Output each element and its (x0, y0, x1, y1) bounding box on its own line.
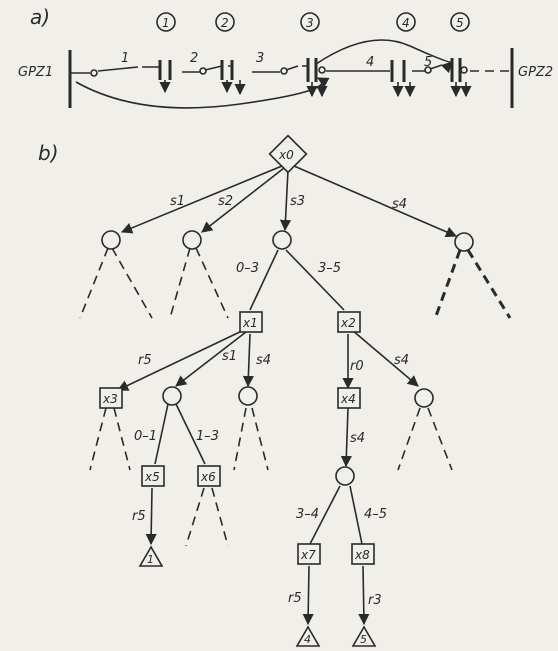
tap-point-2 (220, 60, 246, 96)
node-x2: x2 (337, 311, 361, 333)
edge-label-r5: r5 (138, 353, 152, 368)
point-4-marker: 4 (396, 12, 416, 32)
section-4: 4 (366, 55, 374, 70)
svg-text:4: 4 (304, 633, 311, 646)
edge-label-3-4: 3–4 (296, 507, 319, 522)
node-circle-s3 (272, 230, 292, 250)
point-1-marker: 1 (156, 12, 176, 32)
panel-b: b) (38, 134, 512, 647)
svg-text:x3: x3 (102, 392, 118, 406)
svg-text:x1: x1 (242, 316, 258, 330)
node-circle-s1 (101, 230, 121, 250)
edge-label-x4-s4: s4 (350, 431, 365, 446)
edge-label-x2-s4: s4 (394, 353, 409, 368)
node-circle-s4 (454, 232, 474, 252)
point-2-marker: 2 (215, 12, 235, 32)
edge-label-s4: s4 (392, 197, 407, 212)
edge-label-r5-x7: r5 (288, 591, 302, 606)
edge-label-x1-s4: s4 (256, 353, 271, 368)
left-bus-label: GPZ1 (18, 65, 53, 80)
tap-point-3 (306, 58, 328, 98)
svg-text:2: 2 (221, 16, 229, 30)
svg-text:x6: x6 (200, 470, 216, 484)
svg-text:1: 1 (147, 553, 154, 566)
section-1: 1 (121, 51, 129, 66)
feeder-line (70, 64, 452, 74)
svg-text:5: 5 (456, 16, 464, 30)
node-circle-x1-s4 (238, 386, 258, 406)
reserve-curve-lower (75, 77, 330, 109)
svg-text:x7: x7 (300, 548, 316, 562)
node-x7: x7 (297, 543, 321, 565)
svg-text:5: 5 (360, 633, 367, 646)
edge-label-s3: s3 (290, 194, 305, 209)
leaf-4: 4 (295, 625, 321, 647)
edge-label-x1-s1: s1 (222, 349, 237, 364)
node-circle-x2-s4 (414, 388, 434, 408)
right-bus-label: GPZ2 (518, 65, 553, 80)
edge-label-r0: r0 (350, 359, 364, 374)
edge-label-1-3: 1–3 (196, 429, 219, 444)
svg-text:x0: x0 (278, 148, 294, 162)
edge-label-r3: r3 (368, 593, 382, 608)
edge-label-0-3: 0–3 (236, 261, 259, 276)
svg-text:3: 3 (306, 16, 314, 30)
panel-b-label: b) (38, 141, 59, 165)
node-x6: x6 (197, 465, 221, 487)
svg-text:x8: x8 (354, 548, 370, 562)
tap-point-4 (390, 60, 416, 98)
node-circle-s2 (182, 230, 202, 250)
tap-point-5 (450, 58, 472, 98)
svg-text:1: 1 (162, 16, 170, 30)
node-x4: x4 (337, 387, 361, 409)
section-2: 2 (190, 51, 198, 66)
node-x1: x1 (239, 311, 263, 333)
point-3-marker: 3 (300, 12, 320, 32)
leaf-5: 5 (351, 625, 377, 647)
svg-text:4: 4 (402, 16, 410, 30)
reserve-curve-upper (315, 39, 453, 74)
node-x5: x5 (141, 465, 165, 487)
node-circle-x4-s4 (335, 466, 355, 486)
edge-label-s2: s2 (218, 194, 233, 209)
node-circle-x1-s1 (162, 386, 182, 406)
section-3: 3 (256, 51, 264, 66)
leaf-1: 1 (138, 545, 164, 567)
edge-label-r5-x5: r5 (132, 509, 146, 524)
edge-label-3-5: 3–5 (318, 261, 341, 276)
point-5-marker: 5 (450, 12, 470, 32)
svg-text:x2: x2 (340, 316, 356, 330)
node-x8: x8 (351, 543, 375, 565)
tap-point-1 (158, 60, 172, 94)
node-x3: x3 (99, 387, 123, 409)
node-x0: x0 (268, 134, 308, 174)
svg-text:x4: x4 (340, 392, 356, 406)
svg-text:x5: x5 (144, 470, 160, 484)
section-5: 5 (424, 55, 432, 70)
panel-a: a) GPZ1 GPZ2 (18, 5, 553, 109)
edge-label-4-5: 4–5 (364, 507, 387, 522)
panel-a-label: a) (30, 5, 50, 29)
edge-label-0-1: 0–1 (134, 429, 157, 444)
edge-label-s1: s1 (170, 194, 185, 209)
